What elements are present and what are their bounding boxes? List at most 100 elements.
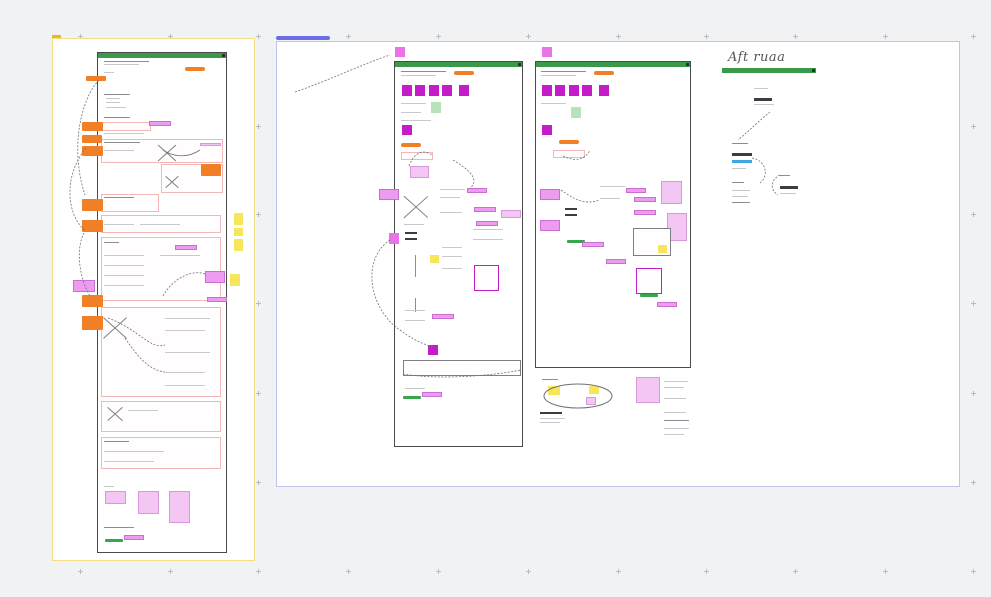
pink-sticky[interactable] xyxy=(667,213,687,241)
orange-button-sticky[interactable] xyxy=(401,143,421,147)
magenta-sticky[interactable] xyxy=(395,47,405,57)
orange-button-sticky[interactable] xyxy=(185,67,205,71)
yellow-sticky[interactable] xyxy=(234,213,243,225)
mockup-page-b[interactable] xyxy=(535,61,691,368)
grid-dot xyxy=(256,391,261,396)
magenta-sticky[interactable] xyxy=(569,85,579,96)
section-box xyxy=(101,122,151,131)
orange-sticky[interactable] xyxy=(82,135,102,143)
section-box xyxy=(101,401,221,432)
magenta-sticky[interactable] xyxy=(389,233,399,244)
magenta-sticky[interactable] xyxy=(542,125,552,135)
pink-sticky[interactable] xyxy=(474,207,496,212)
pink-sticky[interactable] xyxy=(149,121,171,126)
orange-button-sticky[interactable] xyxy=(594,71,614,75)
pink-sticky[interactable] xyxy=(207,297,227,302)
grid-dot xyxy=(971,391,976,396)
pink-sticky[interactable] xyxy=(634,210,656,215)
grid-dot xyxy=(256,569,261,574)
magenta-sticky[interactable] xyxy=(582,85,592,96)
yellow-sticky[interactable] xyxy=(658,245,667,253)
mockup-header-bar xyxy=(98,53,226,58)
magenta-sticky[interactable] xyxy=(542,47,552,57)
green-button[interactable] xyxy=(105,539,123,542)
green-button[interactable] xyxy=(640,294,658,297)
pink-sticky[interactable] xyxy=(634,197,656,202)
pink-sticky[interactable] xyxy=(657,302,677,307)
green-button[interactable] xyxy=(567,240,585,243)
pink-sticky[interactable] xyxy=(636,377,660,403)
grid-dot xyxy=(256,301,261,306)
green-sticky[interactable] xyxy=(571,107,581,118)
pink-sticky[interactable] xyxy=(410,166,429,178)
pink-sticky[interactable] xyxy=(540,220,560,231)
pink-sticky[interactable] xyxy=(501,210,521,218)
grid-dot xyxy=(346,569,351,574)
pink-sticky[interactable] xyxy=(124,535,144,540)
orange-sticky[interactable] xyxy=(86,76,106,81)
orange-sticky[interactable] xyxy=(82,295,103,307)
magenta-sticky[interactable] xyxy=(555,85,565,96)
pink-sticky[interactable] xyxy=(432,314,454,319)
blue-button[interactable] xyxy=(732,160,752,163)
grid-dot xyxy=(256,480,261,485)
green-sticky[interactable] xyxy=(431,102,441,113)
pink-sticky[interactable] xyxy=(606,259,626,264)
grid-dot xyxy=(168,569,173,574)
image-placeholder xyxy=(108,405,122,422)
green-button[interactable] xyxy=(403,396,421,399)
pink-sticky[interactable] xyxy=(379,189,399,200)
pink-sticky[interactable] xyxy=(175,245,197,250)
grid-dot xyxy=(436,569,441,574)
mockup-header-bar xyxy=(395,62,522,67)
pink-sticky[interactable] xyxy=(540,189,560,200)
pink-sticky[interactable] xyxy=(73,280,95,292)
magenta-sticky[interactable] xyxy=(429,85,439,96)
magenta-sticky[interactable] xyxy=(402,85,412,96)
magenta-sticky[interactable] xyxy=(415,85,425,96)
magenta-sticky[interactable] xyxy=(459,85,469,96)
pink-sticky[interactable] xyxy=(422,392,442,397)
orange-sticky[interactable] xyxy=(201,164,221,176)
highlight-box xyxy=(636,268,662,294)
pink-sticky[interactable] xyxy=(582,242,604,247)
magenta-sticky[interactable] xyxy=(599,85,609,96)
yellow-sticky[interactable] xyxy=(234,228,243,236)
magenta-sticky[interactable] xyxy=(542,85,552,96)
orange-button-sticky[interactable] xyxy=(559,140,579,144)
pink-sticky[interactable] xyxy=(626,188,646,193)
orange-sticky[interactable] xyxy=(82,220,103,232)
image-placeholder xyxy=(404,192,427,221)
pink-sticky[interactable] xyxy=(205,271,225,283)
pink-sticky[interactable] xyxy=(661,181,682,204)
mockup-page-a[interactable] xyxy=(394,61,523,447)
pink-sticky[interactable] xyxy=(476,221,498,226)
yellow-sticky[interactable] xyxy=(234,239,243,251)
pink-sticky[interactable] xyxy=(138,491,159,514)
pink-sticky[interactable] xyxy=(105,491,126,504)
yellow-sticky[interactable] xyxy=(230,274,240,286)
pink-sticky[interactable] xyxy=(169,491,190,523)
grid-dot xyxy=(616,569,621,574)
grid-dot xyxy=(883,569,888,574)
grid-dot xyxy=(704,569,709,574)
magenta-sticky[interactable] xyxy=(402,125,412,135)
magenta-sticky[interactable] xyxy=(442,85,452,96)
frame-left-tab[interactable] xyxy=(52,35,61,38)
grid-dot xyxy=(704,34,709,39)
yellow-sticky[interactable] xyxy=(430,255,439,263)
orange-sticky[interactable] xyxy=(82,122,103,131)
section-box xyxy=(101,237,221,301)
frame-right-tab[interactable] xyxy=(276,36,330,40)
orange-sticky[interactable] xyxy=(82,146,103,156)
orange-button-sticky[interactable] xyxy=(454,71,474,75)
grid-dot xyxy=(971,212,976,217)
grid-dot xyxy=(971,34,976,39)
orange-sticky[interactable] xyxy=(82,199,103,211)
pink-sticky[interactable] xyxy=(467,188,487,193)
pink-sticky[interactable] xyxy=(586,397,596,405)
magenta-sticky[interactable] xyxy=(428,345,438,355)
yellow-sticky[interactable] xyxy=(548,386,560,395)
yellow-sticky[interactable] xyxy=(589,386,599,394)
orange-sticky[interactable] xyxy=(82,316,103,330)
